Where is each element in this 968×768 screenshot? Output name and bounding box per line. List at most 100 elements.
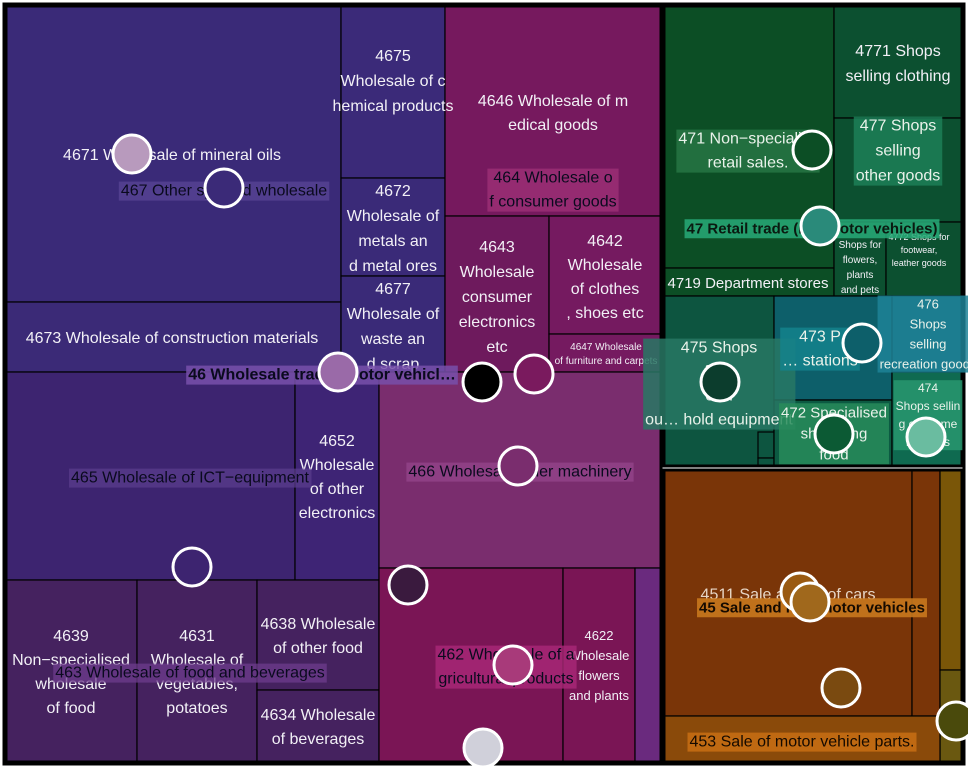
label-4643-line: Wholesale [460, 264, 535, 281]
label-476-line: selling [910, 337, 947, 352]
marker-463 [387, 564, 429, 606]
label-4771: 4771 Shops selling clothing [846, 43, 951, 85]
marker-451-b [820, 667, 862, 709]
cell-4634 [256, 689, 380, 763]
marker-466-a [461, 361, 503, 403]
cell-4675 [340, 5, 446, 179]
label-4652-line: electronics [299, 505, 375, 522]
label-4622-line: and plants [569, 688, 629, 703]
marker-471 [791, 129, 833, 171]
label-474-line: 474 [918, 381, 938, 395]
label-4631-line: 4631 [179, 628, 215, 645]
label-463-bg [53, 663, 327, 683]
label-472-line: 472 Specialised [781, 404, 887, 421]
label-4677-line: waste an [360, 331, 425, 348]
label-4672-line: 4672 [375, 183, 411, 200]
label-453: 453 Sale of motor vehicle parts. [689, 734, 914, 751]
label-4634-line: 4634 Wholesale [261, 707, 376, 724]
label-4776-line: Shops for [839, 240, 882, 251]
label-477: 477 Shops selling other goods [856, 118, 941, 185]
label-4643-line: electronics [459, 314, 535, 331]
marker-472 [813, 413, 855, 455]
label-4642-line: Wholesale [568, 257, 643, 274]
label-464-bg [487, 168, 619, 212]
label-4671-line: 4671 Wholesale of mineral oils [63, 147, 281, 164]
label-4772-line: leather goods [892, 258, 947, 268]
label-4771-line: 4771 Shops [855, 43, 940, 60]
label-471: 471 Non−speciali… retail sales. [678, 131, 817, 172]
label-463: 463 Wholesale of food and beverages [55, 665, 325, 682]
label-476-line: 476 [917, 297, 939, 312]
label-4776-line: plants [847, 270, 874, 281]
label-4672-line: d metal ores [349, 258, 437, 275]
label-477-line: 477 Shops [860, 118, 937, 135]
label-465: 465 Wholesale of ICT−equipment [71, 470, 309, 487]
label-475-line: 475 Shops [681, 340, 758, 357]
label-4638-line: 4638 Wholesale [261, 616, 376, 633]
label-4772-line: footwear, [901, 245, 938, 255]
label-4642-line: , shoes etc [566, 305, 643, 322]
label-465-bg [69, 468, 312, 488]
label-477-bg [853, 116, 943, 186]
label-476-line: Shops [910, 317, 947, 332]
label-473-line: 473 P [799, 329, 841, 346]
label-4677-line: Wholesale of [347, 306, 440, 323]
marker-464 [513, 353, 555, 395]
marker-4671 [111, 133, 153, 175]
label-4672-line: metals an [358, 233, 427, 250]
cell-462-other [634, 567, 662, 763]
marker-46 [317, 351, 359, 393]
label-463-line: 463 Wholesale of food and beverages [55, 665, 325, 682]
marker-47 [799, 205, 841, 247]
marker-465 [171, 546, 213, 588]
cell-4647 [548, 333, 662, 373]
label-4643-line: 4643 [479, 239, 515, 256]
label-4675-line: hemical products [333, 98, 454, 115]
marker-467 [203, 167, 245, 209]
label-4771-line: selling clothing [846, 68, 951, 85]
label-477-line: selling [875, 143, 920, 160]
label-4671: 4671 Wholesale of mineral oils [63, 147, 281, 164]
cell-4673 [5, 301, 342, 373]
marker-466-b [497, 445, 539, 487]
label-471-line: 471 Non−speciali… [678, 131, 817, 148]
label-464-line: 464 Wholesale o [493, 170, 612, 187]
label-4622-line: 4622 [585, 628, 614, 643]
label-477-line: other goods [856, 168, 941, 185]
cell-451-b [911, 469, 941, 717]
cell-4642 [548, 215, 662, 335]
marker-462 [492, 644, 534, 686]
group-outline-45 [662, 468, 964, 764]
label-464-line: f consumer goods [489, 194, 616, 211]
marker-4622 [462, 727, 504, 768]
label-471-line: retail sales. [708, 155, 789, 172]
label-4677-line: 4677 [375, 281, 411, 298]
label-4647-line: of furniture and carpets [555, 356, 658, 367]
label-4646-line: edical goods [508, 117, 598, 134]
label-476-bg [877, 295, 968, 373]
label-4675-line: 4675 [375, 48, 411, 65]
label-4652-line: of other [310, 481, 365, 498]
label-4675-line: Wholesale of c [341, 73, 446, 90]
cell-4719 [663, 267, 835, 297]
treemap-markers [111, 129, 968, 768]
label-4719: 4719 Department stores [668, 275, 829, 292]
label-476-line: recreation goods [880, 357, 968, 372]
marker-474 [905, 416, 947, 458]
label-453-line: 453 Sale of motor vehicle parts. [689, 734, 914, 751]
cell-4771 [833, 5, 963, 119]
label-4673: 4673 Wholesale of construction materials [26, 330, 319, 347]
label-4643-line: etc [486, 339, 507, 356]
label-473-line: … stations [782, 353, 858, 370]
